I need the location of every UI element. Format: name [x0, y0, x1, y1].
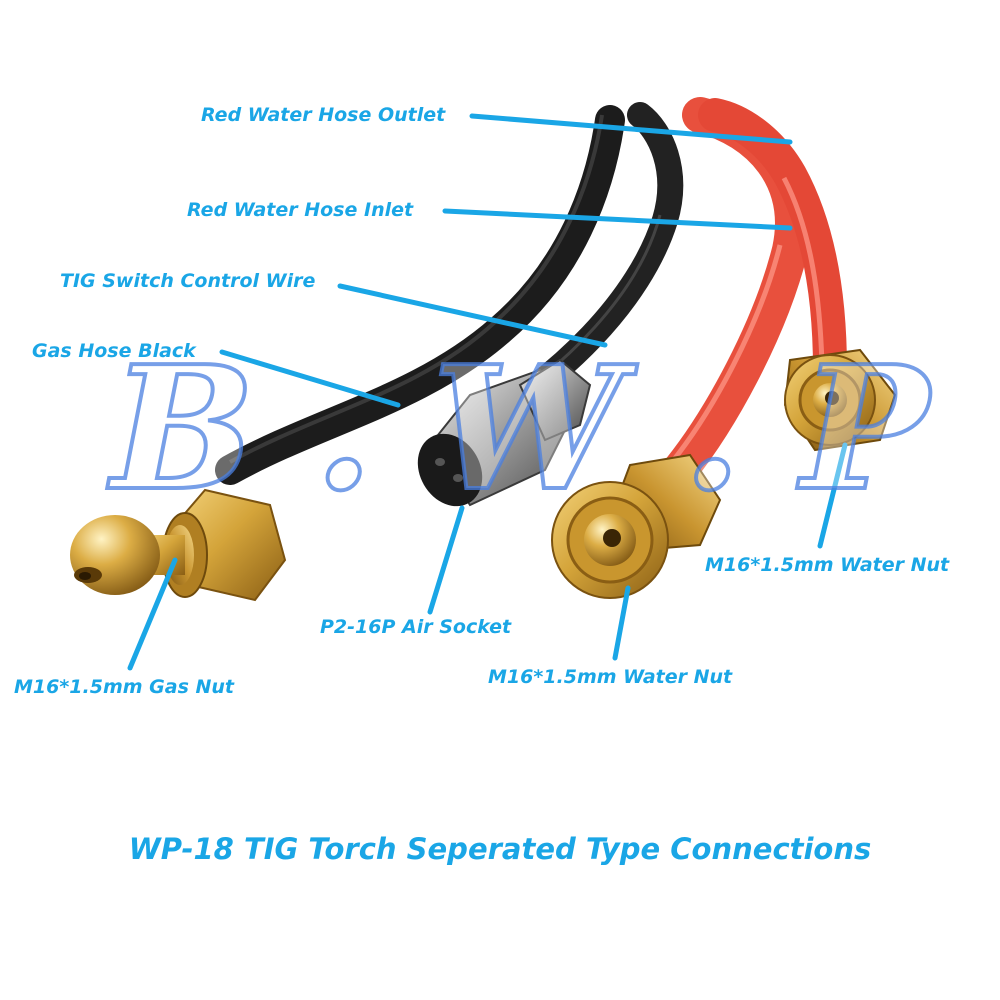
pointer-line-air-socket	[427, 505, 465, 615]
label-water-nut-right: M16*1.5mm Water Nut	[705, 554, 950, 576]
pointer-line-water-nut-center	[612, 585, 631, 661]
label-tig-switch-control-wire: TIG Switch Control Wire	[60, 270, 316, 292]
caption: WP-18 TIG Torch Seperated Type Connectio…	[128, 832, 872, 866]
label-water-nut-center: M16*1.5mm Water Nut	[488, 666, 733, 688]
gas-hose-black	[215, 105, 625, 485]
pointer-line-red-outlet	[469, 113, 793, 145]
label-air-socket: P2-16P Air Socket	[320, 616, 512, 638]
label-gas-nut: M16*1.5mm Gas Nut	[14, 676, 235, 698]
red-water-hose-outlet	[698, 98, 847, 387]
pointer-line-gas-nut	[127, 557, 178, 671]
water-nut-right	[783, 348, 897, 452]
pointer-line-red-inlet	[442, 208, 793, 231]
air-socket	[417, 358, 592, 507]
label-red-water-hose-inlet: Red Water Hose Inlet	[187, 199, 414, 221]
pointer-line-water-nut-right	[817, 442, 848, 549]
label-gas-hose-black: Gas Hose Black	[32, 340, 196, 362]
water-nut-center	[551, 453, 722, 599]
pointer-line-switch-wire	[337, 283, 608, 348]
gas-nut	[70, 488, 287, 602]
watermark-text: B . W . P	[107, 329, 933, 529]
label-red-water-hose-outlet: Red Water Hose Outlet	[201, 104, 446, 126]
pointer-line-gas-hose	[219, 349, 401, 408]
